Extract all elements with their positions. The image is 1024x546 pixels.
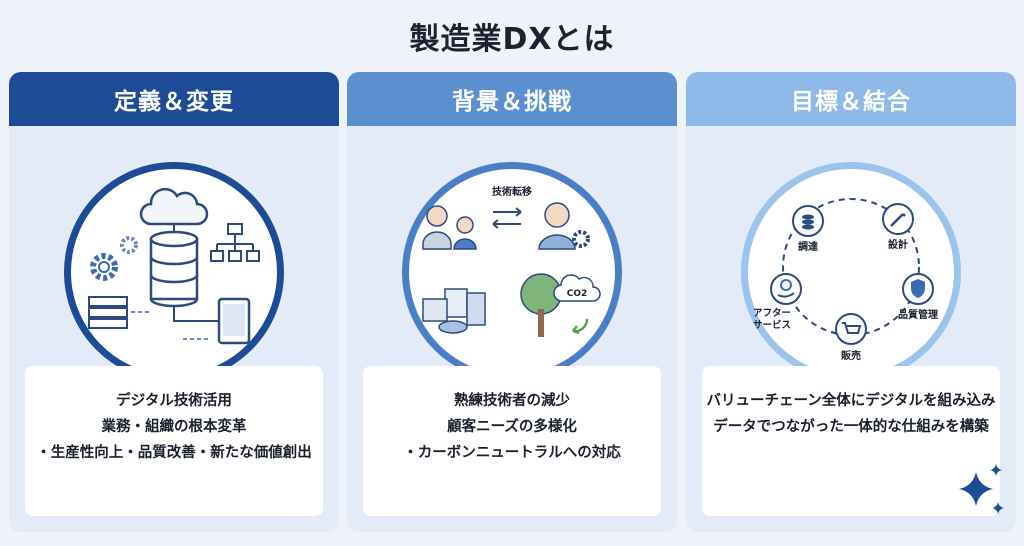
panel-header: 目標＆結合 [686,72,1016,126]
description-box: デジタル技術活用 業務・組織の根本変革 ・生産性向上・品質改善・新たな価値創出 [25,366,323,516]
description-line: ・生産性向上・品質改善・新たな価値創出 [36,445,312,461]
gear-icon [90,253,118,281]
description-line: ・カーボンニュートラルへの対応 [403,445,621,461]
cart-icon [842,322,862,334]
panel-definition: 定義＆変更 [9,72,339,532]
panel-header: 背景＆挑戦 [347,72,677,126]
database-icon [149,230,199,308]
sales-node: 販売 [835,313,867,362]
shield-icon [911,279,925,298]
illustration-circle [64,162,284,382]
co2-label: CO2 [567,289,588,299]
recycle-arrow-icon [572,318,589,335]
server-icon [88,296,128,329]
description-line: データでつながった一体的な仕組みを構築 [713,419,989,435]
gear-small-icon [120,236,138,254]
image-label: 技術転移 [492,185,532,198]
cycle-ring [782,198,920,336]
svg-text:アフター: アフター [753,307,791,319]
panel-header: 定義＆変更 [9,72,339,126]
description-line: 業務・組織の根本変革 [101,419,247,435]
gear-icon [572,230,590,248]
node-label: 設計 [888,238,908,251]
description-line: デジタル技術活用 [116,393,232,409]
tree-icon [520,273,562,337]
after-service-node: アフター サービス [753,273,802,331]
sparkle-icon [959,464,1004,514]
svg-text:サービス: サービス [753,319,791,331]
senior-worker-icon [422,205,452,250]
transfer-arrows-icon [492,207,522,229]
node-label: 販売 [841,349,861,362]
node-label: 品質管理 [898,308,938,321]
description-box: バリューチェーン全体にデジタルを組み込み データでつながった一体的な仕組みを構築 [702,366,1000,516]
person-icon [538,202,576,250]
quality-node: 品質管理 [898,273,938,321]
org-chart-icon [210,223,260,262]
panel-goal: 目標＆結合 調達 設計 品質管理 [686,72,1016,532]
description-line: 顧客ニーズの多様化 [447,419,577,435]
design-node: 設計 [882,203,914,251]
coins-icon [802,214,814,230]
co2-cloud-icon: CO2 [553,274,601,302]
illustration-circle: 技術転移 [402,162,622,382]
description-line: バリューチェーン全体にデジタルを組み込み [706,393,996,409]
cloud-icon [139,187,209,226]
node-label: 調達 [798,240,818,253]
page-title: 製造業DXとは [409,22,615,57]
procurement-node: 調達 [792,205,824,253]
tablet-icon [217,297,251,345]
description-box: 熟練技術者の減少 顧客ニーズの多様化 ・カーボンニュートラルへの対応 [363,366,661,516]
young-worker-icon [453,216,477,250]
pencil-icon [890,213,906,227]
illustration-circle: 調達 設計 品質管理 販売 [741,162,961,382]
description-line: 熟練技術者の減少 [454,393,570,409]
coin-hand-icon [780,279,792,291]
panel-background: 背景＆挑戦 技術転移 [347,72,677,532]
products-icon [422,288,486,334]
